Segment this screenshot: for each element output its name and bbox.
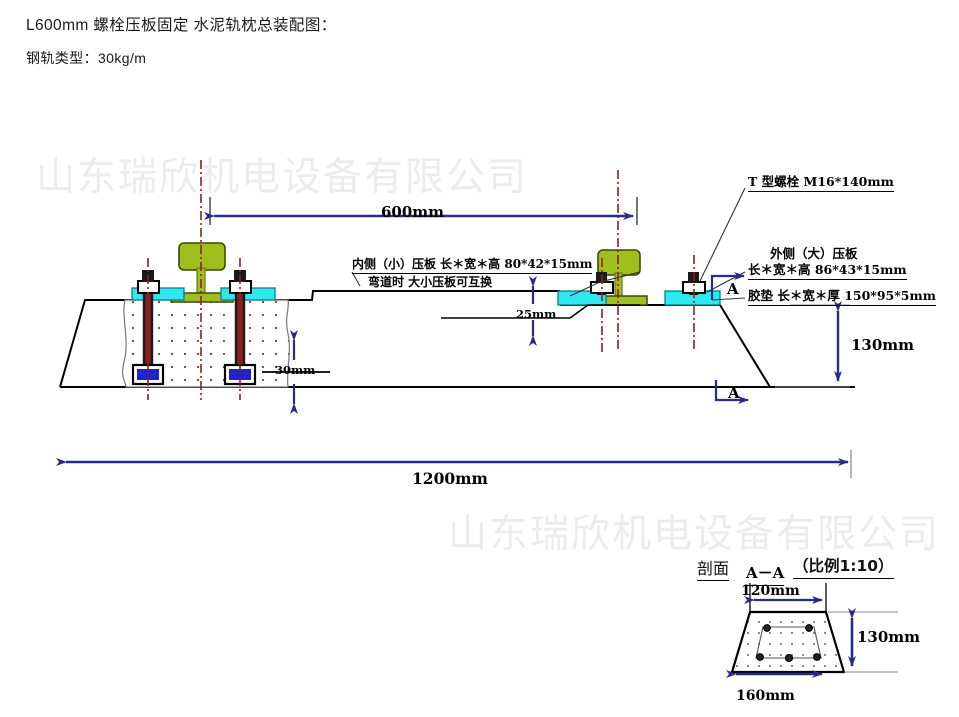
dimension-25 — [441, 276, 640, 346]
section-marker-top — [710, 272, 745, 300]
dimension-label-30: 30mm — [275, 363, 316, 377]
annotation-outer-plate-line2: 长＊宽＊高 86*43*15mm — [748, 259, 907, 280]
section-aa-view — [726, 583, 898, 678]
section-marker-letter-bottom: A — [728, 384, 740, 402]
rail-type-label: 钢轨类型：30kg/m — [26, 50, 147, 66]
dimension-label-600: 600mm — [381, 203, 445, 221]
dimension-label-130-section: 130mm — [857, 628, 921, 646]
left-rail-assembly — [131, 160, 276, 400]
main-elevation-view — [56, 160, 855, 478]
section-marker-letter-top: A — [727, 280, 739, 298]
annotation-inner-plate-line1: 内侧（小）压板 长＊宽＊高 80*42*15mm — [352, 255, 593, 274]
dimension-label-130-main: 130mm — [851, 336, 915, 354]
dimension-1200 — [56, 450, 852, 478]
section-trapezoid — [730, 610, 846, 674]
dimension-label-120: 120mm — [741, 583, 800, 599]
section-marker-bottom — [714, 380, 749, 404]
dimension-30 — [262, 330, 330, 414]
dimension-label-1200: 1200mm — [412, 469, 488, 488]
t-head-left-2 — [229, 369, 251, 380]
rail-head-left — [178, 242, 226, 271]
rail-head-right — [597, 249, 641, 276]
dimension-130-main — [775, 301, 850, 388]
dimension-label-25: 25mm — [516, 307, 557, 321]
dimension-label-160: 160mm — [736, 688, 795, 704]
section-rebar-cage — [755, 626, 822, 659]
dimension-600 — [204, 197, 638, 225]
annotation-outer-plate-line1: 外侧（大）压板 — [770, 246, 858, 261]
t-head-left-1 — [137, 369, 159, 380]
section-rebar-dots — [756, 624, 821, 663]
right-rail-assembly — [557, 170, 721, 352]
section-title-cut: A－A — [746, 562, 785, 586]
annotation-inner-plate-line2: 弯道时 大小压板可互换 — [368, 275, 493, 289]
page-title: L600mm 螺栓压板固定 水泥轨枕总装配图： — [26, 17, 337, 34]
dimension-120 — [744, 583, 827, 615]
section-title-prefix: 剖面 — [697, 555, 730, 581]
annotation-rubber-pad: 胶垫 长＊宽＊厚 150*95*5mm — [748, 285, 936, 306]
section-title-scale: （比例1:10） — [793, 554, 894, 579]
annotation-t-bolt: T 型螺栓 M16*140mm — [748, 171, 894, 192]
dimension-130-section — [828, 608, 898, 673]
